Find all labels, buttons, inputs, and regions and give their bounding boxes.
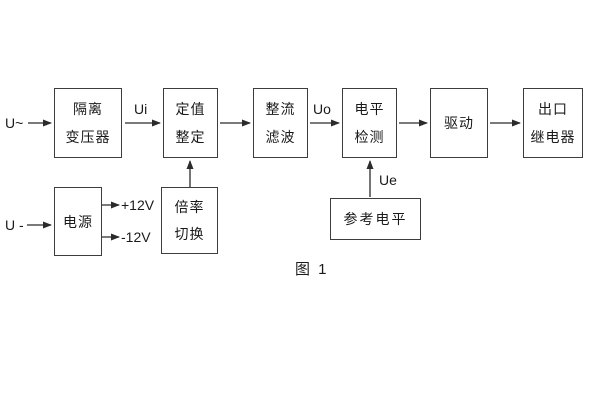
label-input-dc: U - (5, 217, 24, 233)
figure-caption: 图 1 (295, 261, 329, 278)
block-label: 切换 (174, 226, 205, 242)
block-label: 参考电平 (343, 211, 408, 227)
block-label: 继电器 (530, 129, 576, 145)
label-minus-12v: -12V (121, 229, 151, 245)
block-level-detect: 电平 检测 (342, 88, 397, 158)
label-signal-uo: Uo (313, 101, 331, 117)
block-output-relay: 出口 继电器 (523, 88, 583, 158)
block-ratio-switch: 倍率 切换 (161, 187, 218, 254)
block-isolation-transformer: 隔离 变压器 (54, 88, 122, 158)
block-label: 定值 (175, 101, 206, 117)
block-label: 滤波 (265, 129, 296, 145)
block-label: 隔离 (73, 101, 103, 117)
block-drive: 驱动 (430, 88, 488, 158)
block-reference-level: 参考电平 (330, 198, 421, 240)
label-signal-ui: Ui (134, 101, 148, 117)
block-label: 倍率 (174, 199, 205, 215)
block-label: 驱动 (444, 115, 474, 131)
block-label: 检测 (354, 129, 385, 145)
block-label: 整定 (175, 129, 206, 145)
block-label: 电源 (63, 213, 93, 230)
block-label: 整流 (265, 101, 296, 117)
block-setting-adjust: 定值 整定 (163, 88, 218, 158)
block-rectify-filter: 整流 滤波 (253, 88, 308, 158)
block-label: 出口 (538, 101, 568, 117)
label-plus-12v: +12V (121, 197, 155, 213)
block-power-supply: 电源 (54, 187, 102, 256)
label-input-ac: U~ (5, 115, 24, 131)
label-signal-ue: Ue (379, 172, 397, 188)
block-label: 电平 (354, 101, 385, 117)
block-label: 变压器 (65, 129, 111, 145)
